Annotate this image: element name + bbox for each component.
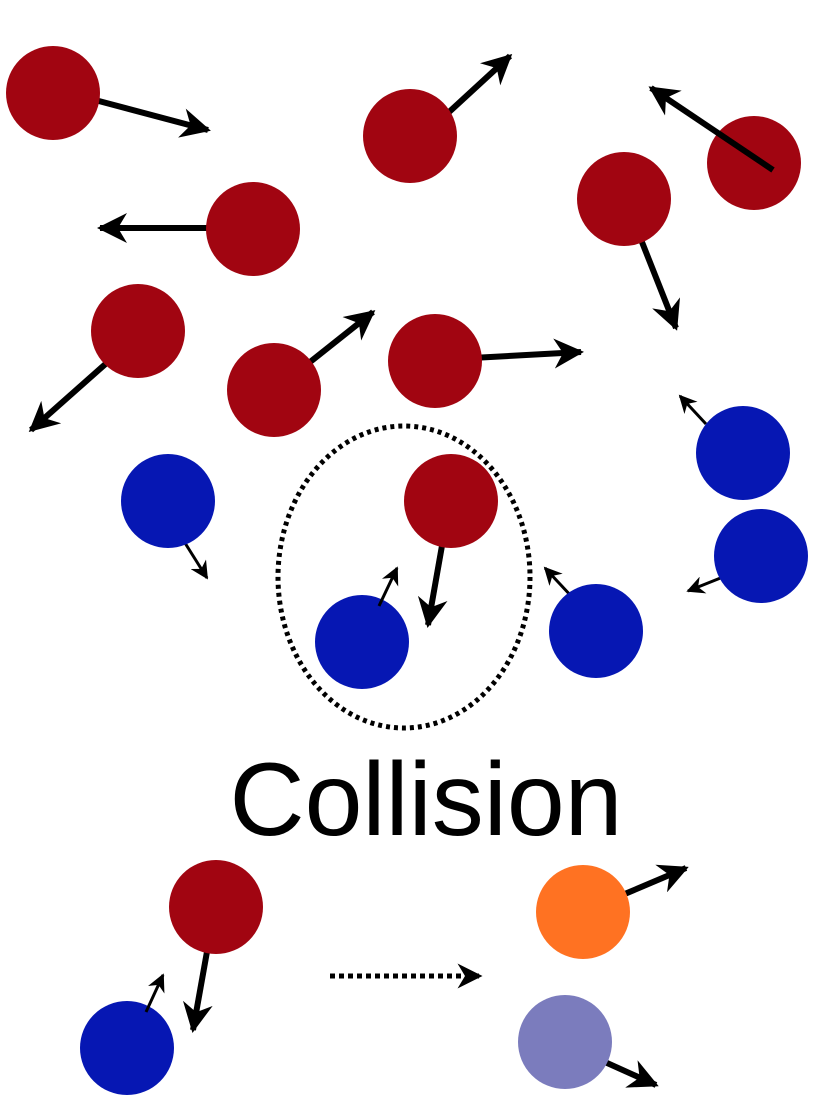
red-particle — [388, 314, 482, 408]
blue-particle — [315, 595, 409, 689]
red-particle — [169, 860, 263, 954]
blue-particle — [714, 509, 808, 603]
red-particle — [91, 284, 185, 378]
velocity-arrow — [144, 973, 165, 1013]
red-particle — [6, 46, 100, 140]
blue-particle — [696, 406, 790, 500]
red-particle — [363, 89, 457, 183]
lavender-particle — [518, 995, 612, 1089]
blue-particle — [80, 1001, 174, 1095]
velocity-arrow — [543, 566, 575, 600]
collision-label: Collision — [229, 742, 623, 858]
velocity-arrow — [417, 539, 448, 628]
velocity-arrow — [635, 230, 681, 331]
red-particle — [577, 152, 671, 246]
velocity-arrow — [618, 864, 689, 899]
velocity-arrow — [648, 85, 775, 173]
velocity-arrow — [471, 338, 584, 369]
velocity-arrow — [377, 566, 399, 607]
collision-region — [275, 423, 533, 731]
red-particle — [707, 116, 801, 210]
velocity-arrow — [94, 97, 211, 138]
velocity-arrow — [298, 309, 376, 373]
velocity-arrow — [182, 945, 213, 1033]
red-particle — [206, 182, 300, 276]
red-particle — [404, 454, 498, 548]
velocity-arrow — [28, 357, 112, 433]
orange-particle — [536, 865, 630, 959]
blue-particle — [549, 584, 643, 678]
velocity-arrow — [445, 53, 513, 116]
blue-particle — [121, 454, 215, 548]
red-particle — [227, 343, 321, 437]
velocity-arrow — [678, 394, 708, 426]
